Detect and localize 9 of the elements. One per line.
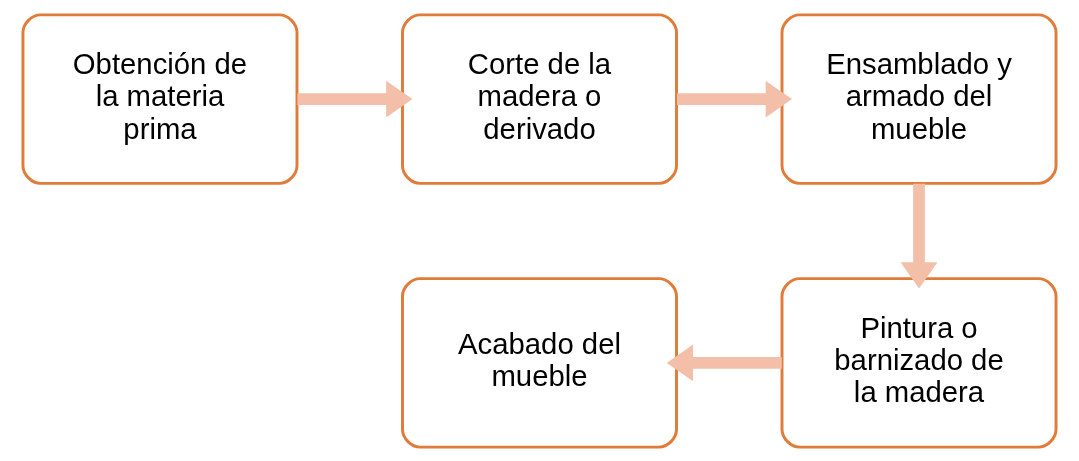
arrow (676, 80, 793, 118)
node-box: Obtención de la materia prima (21, 12, 299, 185)
arrow (900, 183, 938, 289)
node-box: Acabado del mueble (401, 276, 678, 449)
node-box: Pintura o barnizado de la madera (780, 276, 1058, 449)
arrow (297, 80, 413, 118)
arrow (666, 343, 782, 381)
node-box: Ensamblado y armado del mueble (780, 12, 1058, 185)
node-box: Corte de la madera o derivado (401, 12, 678, 185)
